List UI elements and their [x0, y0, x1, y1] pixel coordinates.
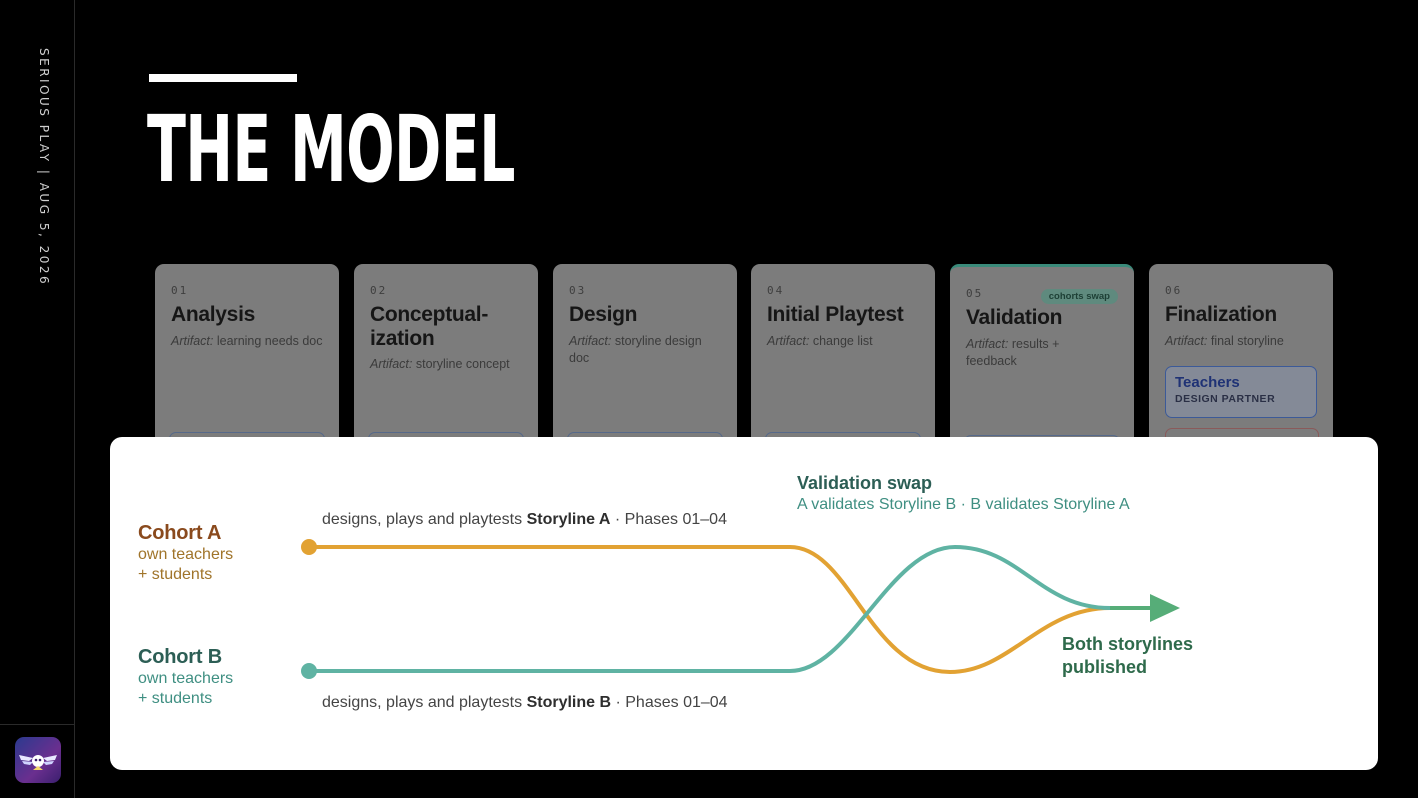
- cohort-a-path-label: designs, plays and playtests Storyline A…: [322, 511, 727, 529]
- artifact-value: change list: [812, 333, 873, 348]
- cohort-a-desc: own teachers: [138, 546, 234, 563]
- teachers-role-box: Teachers DESIGN PARTNER: [1165, 366, 1317, 418]
- phase-card-03: 03 Design Artifact: storyline design doc: [553, 264, 737, 474]
- storyline-a-label: Storyline A: [526, 511, 611, 528]
- label-text: designs, plays and playtests: [322, 511, 527, 528]
- phase-card-02: 02 Conceptual-ization Artifact: storylin…: [354, 264, 538, 474]
- artifact-value: learning needs doc: [216, 333, 323, 348]
- title-accent-bar: [149, 74, 297, 82]
- validation-swap-block: Validation swap A validates Storyline B …: [797, 473, 1130, 514]
- cohort-b-path: [307, 544, 1112, 673]
- winged-skull-badge-icon[interactable]: [15, 737, 61, 783]
- cohort-a-name: Cohort A: [138, 522, 222, 544]
- artifact-label: Artifact:: [1165, 333, 1208, 348]
- sidebar-divider: [0, 724, 74, 725]
- phase-number: 03: [569, 284, 587, 297]
- cohorts-swap-badge: cohorts swap: [1040, 289, 1118, 304]
- phase-artifact: Artifact: learning needs doc: [171, 333, 323, 350]
- page-title: THE MODEL: [147, 96, 515, 203]
- artifact-label: Artifact:: [370, 357, 413, 372]
- cohort-b-desc: own teachers: [138, 670, 234, 687]
- role-name: Teachers: [1175, 374, 1240, 391]
- cohort-b-desc: + students: [138, 690, 213, 708]
- phase-title: Conceptual-ization: [370, 303, 489, 350]
- cohort-a-desc: + students: [138, 566, 213, 584]
- validation-swap-desc: A validates Storyline B · B validates St…: [797, 496, 1130, 513]
- phase-artifact: Artifact: change list: [767, 333, 919, 350]
- cohort-flow-panel: Cohort A own teachers + students Cohort …: [110, 437, 1378, 770]
- phase-title: Design: [569, 303, 638, 326]
- outcome-line: Both storylines: [1062, 634, 1194, 654]
- cohort-b-block: Cohort B own teachers + students: [138, 646, 233, 710]
- phase-card-06: 06 Finalization Artifact: final storylin…: [1149, 264, 1333, 470]
- storyline-b-label: Storyline B: [526, 694, 612, 711]
- cohort-a-path: [307, 545, 1112, 675]
- artifact-value: results + feedback: [966, 336, 1060, 368]
- artifact-label: Artifact:: [569, 333, 612, 348]
- cohort-a-start-dot: [301, 539, 317, 555]
- label-text: designs, plays and playtests: [322, 694, 527, 711]
- outcome-arrow-icon: [1150, 594, 1180, 622]
- phase-title: Analysis: [171, 303, 255, 326]
- artifact-label: Artifact:: [966, 336, 1009, 351]
- phase-artifact: Artifact: results + feedback: [966, 336, 1086, 371]
- outcome-line: published: [1062, 656, 1147, 677]
- validation-swap-title: Validation swap: [797, 473, 933, 493]
- phase-card-04: 04 Initial Playtest Artifact: change lis…: [751, 264, 935, 474]
- cohort-a-block: Cohort A own teachers + students: [138, 522, 233, 586]
- artifact-value: final storyline: [1210, 333, 1284, 348]
- label-text: · Phases 01–04: [610, 511, 727, 528]
- phase-card-05: 05 cohorts swap Validation Artifact: res…: [950, 264, 1134, 477]
- phase-number: 01: [171, 284, 189, 297]
- artifact-value: storyline design doc: [569, 333, 702, 365]
- phase-number: 02: [370, 284, 388, 297]
- phase-title: Initial Playtest: [767, 303, 904, 326]
- flow-diagram: [301, 539, 1180, 679]
- phase-number: 04: [767, 284, 785, 297]
- phase-artifact: Artifact: storyline concept: [370, 356, 522, 373]
- cohort-b-name: Cohort B: [138, 646, 222, 668]
- phase-card-01: 01 Analysis Artifact: learning needs doc: [155, 264, 339, 474]
- phase-number: 06: [1165, 284, 1183, 297]
- role-description: DESIGN PARTNER: [1175, 393, 1276, 405]
- label-text: · Phases 01–04: [611, 694, 728, 711]
- phase-title: Validation: [966, 306, 1063, 329]
- sidebar-meta: SERIOUS PLAY | AUG 5, 2026: [37, 48, 51, 287]
- sidebar: SERIOUS PLAY | AUG 5, 2026: [0, 0, 75, 798]
- outcome-label: Both storylines published: [1062, 633, 1193, 678]
- phase-number: 05: [966, 287, 984, 300]
- artifact-value: storyline concept: [415, 357, 510, 372]
- artifact-label: Artifact:: [171, 333, 214, 348]
- phase-artifact: Artifact: final storyline: [1165, 333, 1317, 350]
- phase-artifact: Artifact: storyline design doc: [569, 333, 721, 368]
- artifact-label: Artifact:: [767, 333, 810, 348]
- phase-title: Finalization: [1165, 303, 1277, 326]
- cohort-b-start-dot: [301, 663, 317, 679]
- cohort-b-path-label: designs, plays and playtests Storyline B…: [322, 694, 728, 712]
